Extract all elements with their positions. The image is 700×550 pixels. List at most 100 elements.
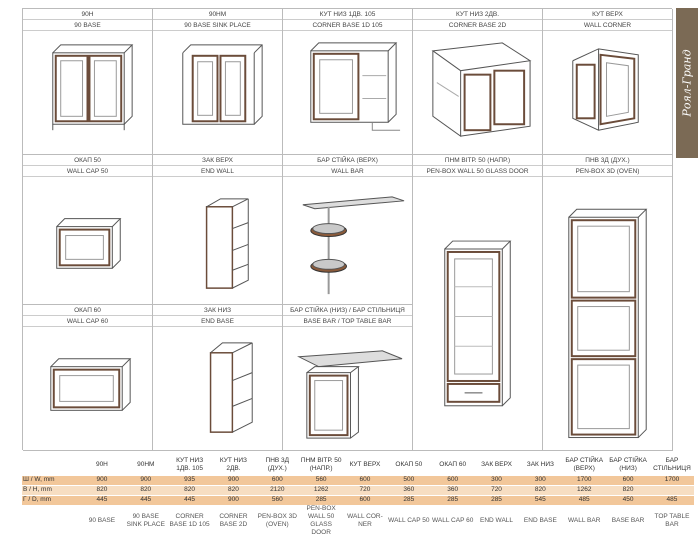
footer-label: END BASE	[523, 517, 557, 524]
cabinet-drawing	[23, 31, 152, 154]
cell-title-ua: ОКАП 50	[23, 155, 152, 166]
catalog-cell-corner-base-1d[interactable]: КУТ НИЗ 1ДВ. 105 CORNER BASE 1D 105	[283, 9, 413, 155]
table-cell: 445	[80, 494, 124, 505]
footer-label: CORNER BASE 1D 105	[169, 513, 210, 528]
cell-title-ua: ОКАП 60	[23, 305, 152, 316]
footer-label: END WALL	[480, 517, 514, 524]
catalog-cell-wall-cap-50[interactable]: ОКАП 50 WALL CAP 50	[23, 155, 153, 305]
table-row: Г / D, mm 445 445 445 900 560 285 600 28…	[22, 494, 694, 505]
table-cell: 935	[167, 474, 212, 485]
table-cell: 600	[343, 494, 387, 505]
cell-title-ua: ПНМ ВІТР. 50 (НАПР.)	[413, 155, 542, 166]
table-cell: 820	[211, 484, 256, 495]
spec-col-header: КУТ ВЕРХ	[349, 460, 381, 468]
footer-label: 90 BASE	[88, 517, 116, 524]
spec-col-header: КУТ НИЗ 1ДВ. 105	[176, 456, 204, 472]
catalog-cell-end-wall[interactable]: ЗАК ВЕРХ END WALL	[153, 155, 283, 305]
spec-col-header: ПНВ 3Д (ДУХ.)	[265, 456, 290, 472]
brand-tag: Роял-Гранд	[676, 8, 698, 158]
table-cell: 545	[518, 494, 563, 505]
table-cell: 445	[123, 494, 168, 505]
table-cell: 900	[80, 474, 124, 485]
catalog-cell-90-base-sink[interactable]: 90НМ 90 BASE SINK PLACE	[153, 9, 283, 155]
cabinet-drawing	[153, 327, 282, 450]
table-cell: 360	[430, 484, 475, 495]
footer-label: 90 BASE SINK PLACE	[126, 513, 165, 528]
cell-title-ua: ЗАК ВЕРХ	[153, 155, 282, 166]
cell-title-en: CORNER BASE 2D	[413, 20, 542, 31]
table-cell: 285	[430, 494, 475, 505]
table-cell: 820	[167, 484, 212, 495]
catalog-cell-end-base[interactable]: ЗАК НИЗ END BASE	[153, 305, 283, 451]
spec-col-header: ПНМ ВІТР. 50 (НАПР.)	[300, 456, 342, 472]
spec-col-header: 90НМ	[137, 460, 155, 468]
cell-title-en: END WALL	[153, 166, 282, 177]
catalog-cell-wall-bar[interactable]: БАР СТІЙКА (ВЕРХ) WALL BAR	[283, 155, 413, 305]
cell-title-ua: ЗАК НИЗ	[153, 305, 282, 316]
cell-title-ua: 90Н	[23, 9, 152, 20]
cabinet-drawing	[23, 327, 152, 450]
table-cell: 285	[386, 494, 431, 505]
catalog-cell-pen-box-oven[interactable]: ПНВ 3Д (ДУХ.) PEN-BOX 3D (OVEN)	[543, 155, 673, 451]
table-cell: 285	[299, 494, 344, 505]
catalog-cell-wall-corner[interactable]: КУТ ВЕРХ WALL CORNER	[543, 9, 673, 155]
row-label: Г / D, mm	[22, 494, 80, 505]
table-cell: 485	[649, 494, 694, 505]
table-cell: 450	[606, 494, 650, 505]
spec-col-header: ОКАП 60	[439, 460, 467, 468]
catalog-cell-wall-cap-60[interactable]: ОКАП 60 WALL CAP 60	[23, 305, 153, 451]
spec-col-header: БАР СТІЙКА (ВЕРХ)	[565, 456, 604, 472]
cabinet-drawing	[413, 177, 542, 450]
cabinet-drawing	[153, 31, 282, 154]
table-cell: 720	[343, 484, 387, 495]
table-cell: 600	[430, 474, 475, 485]
footer-label: BASE BAR	[611, 517, 645, 524]
cell-title-en: PEN-BOX 3D (OVEN)	[543, 166, 672, 177]
row-label: В / H, mm	[22, 484, 80, 495]
table-cell: 1700	[649, 474, 694, 485]
spec-col-header: ОКАП 50	[395, 460, 423, 468]
cell-title-ua: БАР СТІЙКА (НИЗ) / БАР СТІЛЬНИЦЯ	[283, 305, 412, 316]
footer-label: CORNER BASE 2D	[219, 513, 248, 528]
cabinet-drawing	[23, 177, 152, 304]
cabinet-drawing	[413, 31, 542, 154]
cell-title-ua: КУТ ВЕРХ	[543, 9, 672, 20]
table-cell: 560	[255, 494, 300, 505]
table-cell: 820	[518, 484, 563, 495]
catalog-cell-90-base[interactable]: 90Н 90 BASE	[23, 9, 153, 155]
brand-name: Роял-Гранд	[680, 49, 694, 117]
footer-label: WALL BAR	[568, 517, 601, 524]
cell-title-en: WALL BAR	[283, 166, 412, 177]
table-row: В / H, mm 820 820 820 820 2120 1262 720 …	[22, 484, 694, 495]
table-cell: 300	[474, 474, 519, 485]
table-cell: 900	[211, 494, 256, 505]
cell-title-en: CORNER BASE 1D 105	[283, 20, 412, 31]
cell-title-ua: БАР СТІЙКА (ВЕРХ)	[283, 155, 412, 166]
footer-label: PEN-BOX WALL 50 GLASS DOOR	[306, 505, 336, 536]
cell-title-en: WALL CORNER	[543, 20, 672, 31]
table-cell: 445	[167, 494, 212, 505]
spec-col-header: ЗАК НИЗ	[526, 460, 554, 468]
table-cell: 1700	[562, 474, 607, 485]
catalog-cell-corner-base-2d[interactable]: КУТ НИЗ 2ДВ. CORNER BASE 2D	[413, 9, 543, 155]
table-cell: 900	[123, 474, 168, 485]
catalog-cell-base-bar[interactable]: БАР СТІЙКА (НИЗ) / БАР СТІЛЬНИЦЯ BASE BA…	[283, 305, 413, 451]
cell-title-en: 90 BASE SINK PLACE	[153, 20, 282, 31]
catalog-cell-pen-box-wall-50[interactable]: ПНМ ВІТР. 50 (НАПР.) PEN-BOX WALL 50 GLA…	[413, 155, 543, 451]
cabinet-drawing	[283, 177, 412, 304]
table-cell: 720	[474, 484, 519, 495]
table-cell: 600	[255, 474, 300, 485]
table-cell: 1262	[299, 484, 344, 495]
cabinet-drawing	[543, 177, 672, 450]
table-cell: 300	[518, 474, 563, 485]
cabinet-drawing	[543, 31, 672, 154]
table-cell: 900	[211, 474, 256, 485]
cell-title-en: 90 BASE	[23, 20, 152, 31]
cabinet-drawing	[283, 327, 412, 450]
table-cell: 1262	[562, 484, 607, 495]
table-footer-row: 90 BASE 90 BASE SINK PLACE CORNER BASE 1…	[22, 505, 694, 537]
table-cell: 500	[386, 474, 431, 485]
cabinet-drawing	[283, 31, 412, 154]
table-cell: 2120	[255, 484, 300, 495]
cabinet-drawing	[153, 177, 282, 304]
